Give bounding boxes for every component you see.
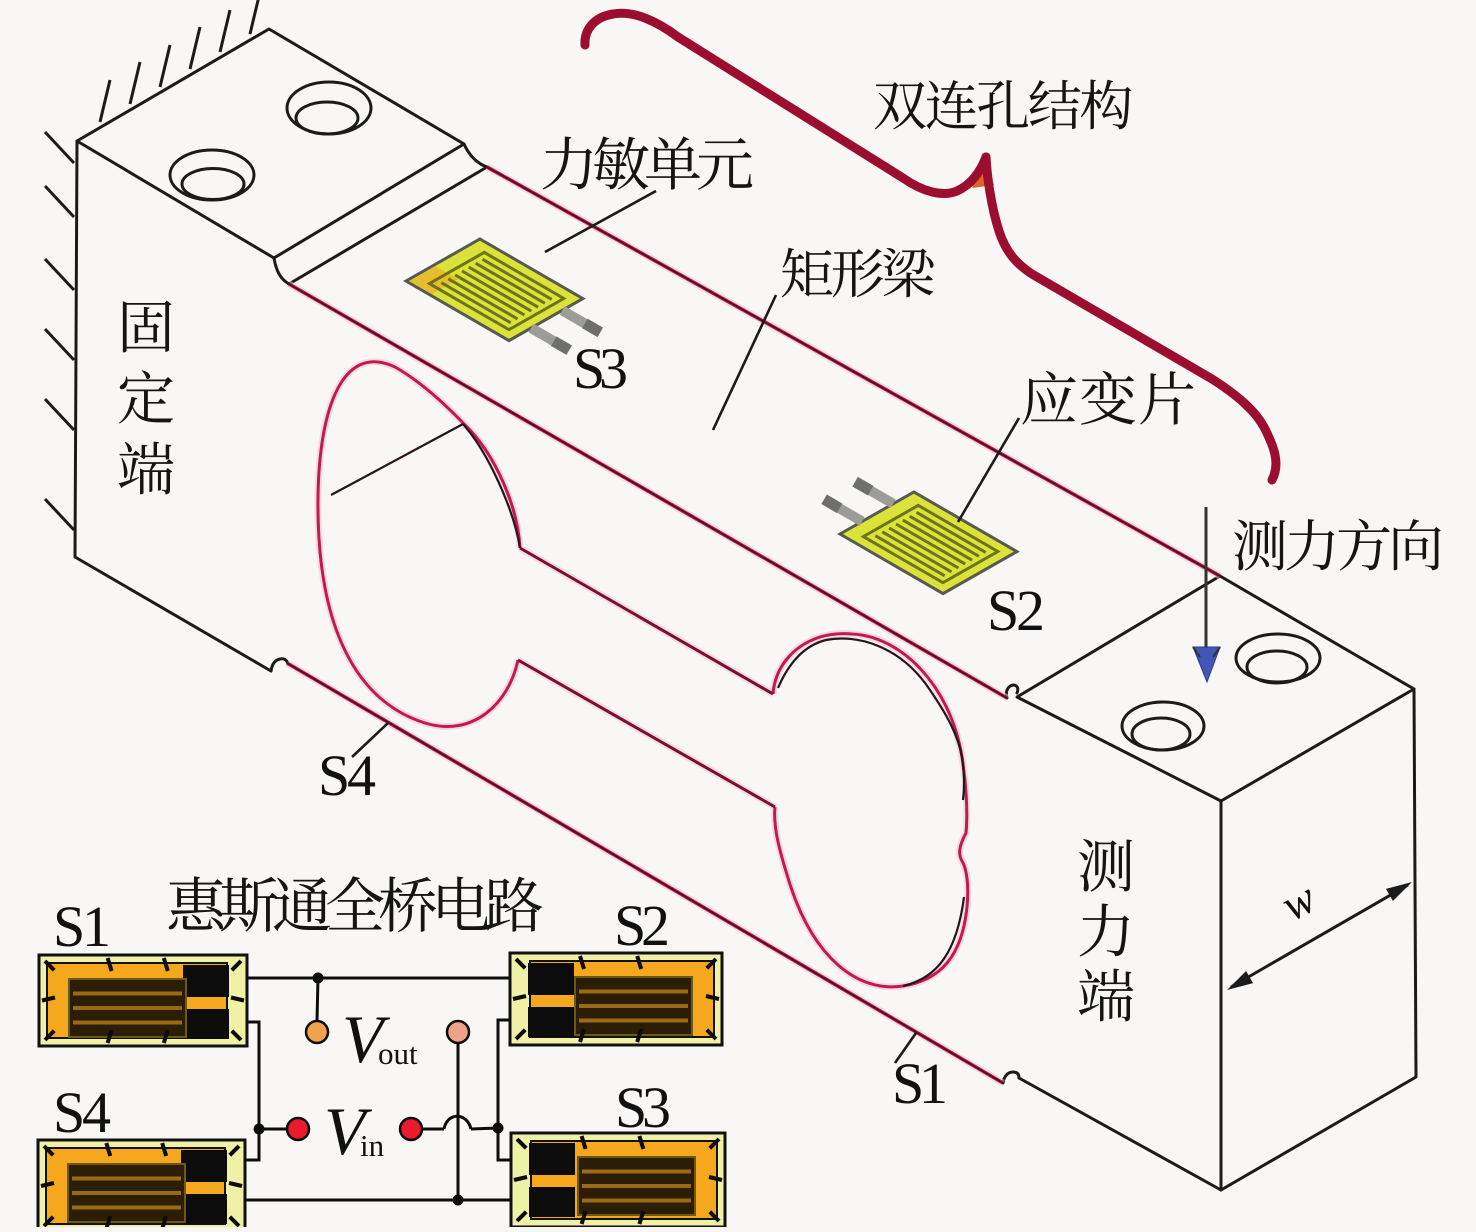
svg-text:V: V [324, 1093, 373, 1169]
svg-text:V: V [342, 1001, 391, 1077]
svg-text:S1: S1 [53, 894, 111, 959]
svg-text:S4: S4 [318, 743, 376, 808]
svg-text:out: out [378, 1036, 418, 1071]
svg-text:S4: S4 [53, 1080, 111, 1145]
svg-text:in: in [360, 1128, 385, 1163]
svg-text:S2: S2 [614, 893, 670, 958]
svg-text:S3: S3 [573, 336, 628, 401]
svg-text:S3: S3 [615, 1075, 671, 1140]
svg-text:S1: S1 [892, 1051, 948, 1116]
svg-text:S2: S2 [987, 578, 1045, 643]
